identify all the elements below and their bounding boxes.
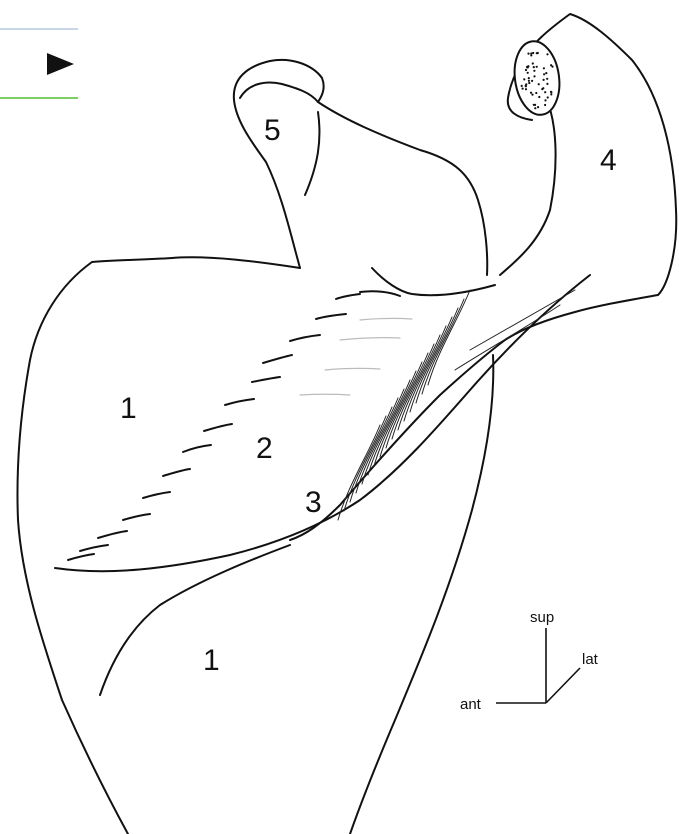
stipple-dot bbox=[541, 88, 543, 90]
region-1-upper-label: 1 bbox=[120, 392, 137, 425]
play-arrow-icon[interactable] bbox=[47, 53, 74, 75]
process-5-inner-curl bbox=[240, 83, 318, 102]
stipple-dot bbox=[533, 66, 535, 68]
stipple-dot bbox=[538, 83, 540, 85]
stipple-dot bbox=[534, 107, 536, 109]
stipple-dot bbox=[538, 96, 540, 98]
stipple-dot bbox=[537, 106, 539, 108]
stipple-dot bbox=[522, 88, 524, 90]
ant-label: ant bbox=[460, 696, 482, 713]
stipple-dot bbox=[525, 69, 527, 71]
stipple-dot bbox=[536, 66, 538, 68]
stipple-dot bbox=[526, 66, 528, 68]
process-5-outline bbox=[234, 60, 487, 275]
stipple-dot bbox=[543, 67, 545, 69]
stipple-dot bbox=[543, 73, 545, 75]
lat-label: lat bbox=[582, 651, 599, 668]
stipple-dot bbox=[530, 92, 532, 94]
stipple-dot bbox=[544, 91, 546, 93]
hatch-line bbox=[428, 290, 470, 385]
stipple-dot bbox=[531, 94, 533, 96]
main-body-outline bbox=[18, 257, 301, 834]
stipple-dot bbox=[523, 78, 525, 80]
stipple-dot bbox=[525, 83, 527, 85]
nav-widget[interactable] bbox=[0, 29, 78, 98]
fibre-strokes bbox=[68, 291, 412, 560]
upper-shelf-contour bbox=[372, 268, 495, 295]
stipple-dot bbox=[531, 80, 533, 82]
lat-axis-line bbox=[546, 668, 580, 703]
region-3-inferior-contour bbox=[100, 545, 290, 695]
orientation-indicator: sup lat ant bbox=[460, 609, 599, 713]
stipple-dot bbox=[546, 78, 548, 80]
stipple-dot bbox=[528, 80, 530, 82]
stipple-dot bbox=[532, 62, 534, 64]
stipple-dot bbox=[547, 96, 549, 98]
region-5-label: 5 bbox=[264, 114, 281, 147]
stipple-dot bbox=[533, 75, 535, 77]
stipple-dot bbox=[525, 85, 527, 87]
stipple-dot bbox=[527, 53, 529, 55]
stipple-dot bbox=[550, 93, 552, 95]
sup-label: sup bbox=[530, 609, 554, 626]
process-5-crease bbox=[305, 112, 319, 195]
stipple-dot bbox=[525, 88, 527, 90]
stipple-dot bbox=[533, 70, 535, 72]
lateral-border bbox=[350, 355, 493, 834]
stipple-dot bbox=[527, 72, 529, 74]
stipple-dot bbox=[544, 99, 546, 101]
stipple-dot bbox=[532, 52, 534, 54]
stipple-dot bbox=[550, 91, 552, 93]
stipple-dot bbox=[545, 72, 547, 74]
stipple-dot bbox=[528, 82, 530, 84]
stipple-dot bbox=[534, 104, 536, 106]
region-3-label: 3 bbox=[305, 486, 322, 519]
articular-facet bbox=[510, 38, 564, 117]
stipple-dot bbox=[536, 52, 538, 54]
stipple-dot bbox=[546, 83, 548, 85]
stipple-dot bbox=[550, 64, 552, 66]
stipple-dot bbox=[530, 54, 532, 56]
stipple-dot bbox=[528, 77, 530, 79]
stipple-dot bbox=[543, 79, 545, 81]
stipple-dot bbox=[546, 53, 548, 55]
stipple-dot bbox=[521, 85, 523, 87]
region-4-label: 4 bbox=[600, 144, 617, 177]
region-2-label: 2 bbox=[256, 432, 273, 465]
stipple-dot bbox=[530, 52, 532, 54]
stipple-dot bbox=[544, 104, 546, 106]
stipple-dot bbox=[535, 92, 537, 94]
region-1-lower-label: 1 bbox=[203, 644, 220, 677]
